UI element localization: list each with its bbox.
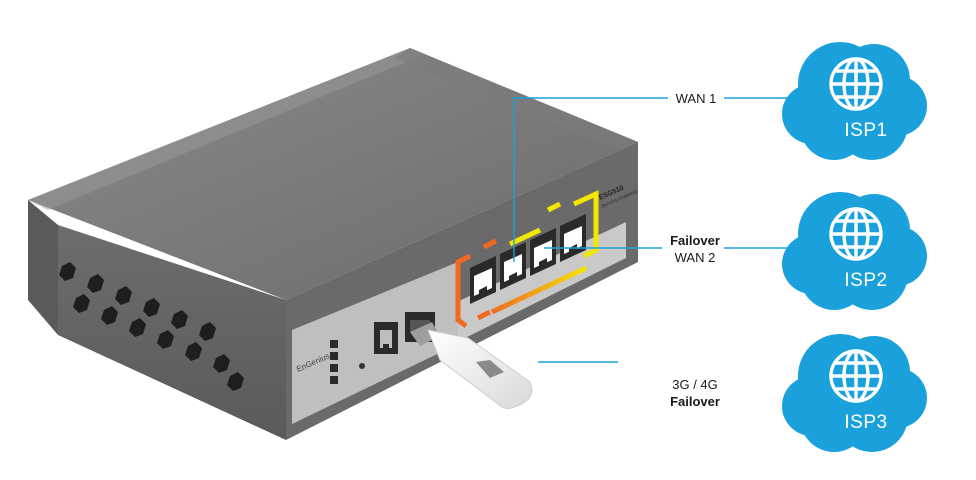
link-label-3g4g-line1: 3G / 4G xyxy=(672,377,718,392)
isp-label-1: ISP1 xyxy=(844,120,888,141)
router-top-face xyxy=(28,48,638,300)
link-label-wan2-line2: WAN 2 xyxy=(674,250,716,265)
status-leds xyxy=(330,340,338,384)
ethernet-port-1 xyxy=(470,256,496,304)
ethernet-ports xyxy=(470,214,586,304)
link-label-wan2: Failover WAN 2 xyxy=(650,232,740,266)
reset-button xyxy=(359,363,365,369)
router-left-face xyxy=(28,200,58,335)
console-port xyxy=(374,322,398,354)
usb-dongle xyxy=(410,322,533,409)
ethernet-port-2 xyxy=(500,242,526,290)
vent-holes xyxy=(59,262,244,391)
isp-cloud-1 xyxy=(782,42,927,160)
isp-label-2: ISP2 xyxy=(844,270,888,291)
isp-cloud-2 xyxy=(782,192,927,310)
ethernet-port-4 xyxy=(560,214,586,262)
isp-cloud-3 xyxy=(782,334,927,452)
link-label-3g4g-line2: Failover xyxy=(670,394,720,409)
link-label-wan1: WAN 1 xyxy=(668,90,724,107)
router: EnGenius ESG510 Security Gateway xyxy=(28,48,639,440)
link-label-3g4g: 3G / 4G Failover xyxy=(650,376,740,410)
link-label-wan2-line1: Failover xyxy=(670,233,720,248)
port-highlights xyxy=(455,190,599,328)
isp-label-3: ISP3 xyxy=(844,412,888,433)
ethernet-port-3 xyxy=(530,228,556,276)
link-label-wan1-line1: WAN 1 xyxy=(675,91,717,106)
